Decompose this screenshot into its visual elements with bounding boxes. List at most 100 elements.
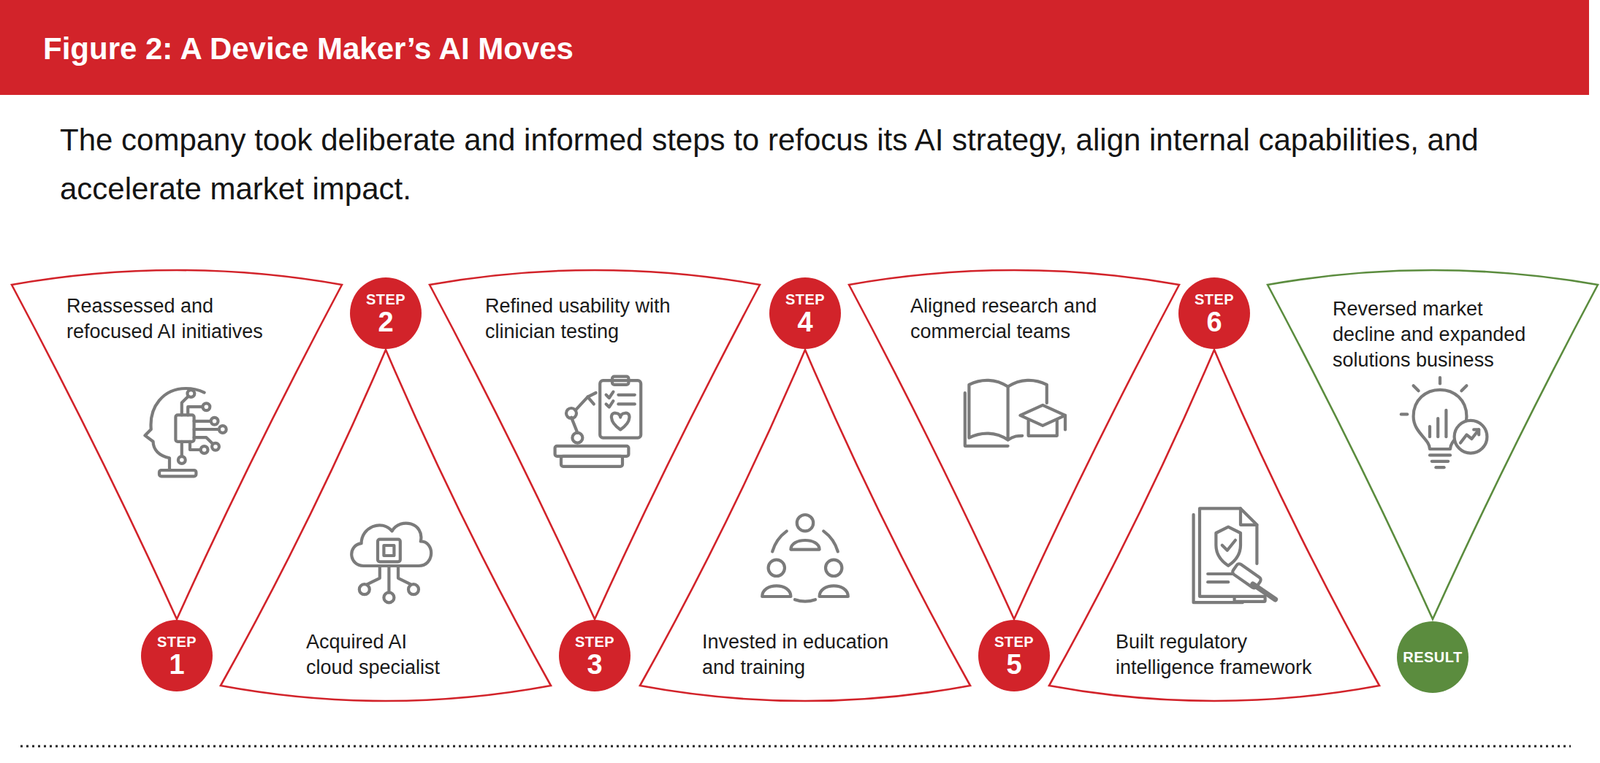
- icon-stroke: [606, 401, 614, 407]
- icon-stroke: [587, 393, 596, 405]
- icon-stroke: [575, 397, 589, 411]
- icon-stroke: [187, 406, 203, 415]
- icon-stroke: [1454, 420, 1488, 454]
- text-holder: STEP5: [977, 619, 1051, 693]
- icon-stroke: [367, 566, 380, 585]
- circle-fill: [349, 277, 422, 350]
- text-holder: Reversed market decline and expanded sol…: [1332, 296, 1538, 374]
- icon-stroke: [1207, 572, 1233, 576]
- result-circle: RESULT: [1396, 621, 1470, 695]
- step-description: Reassessed and refocused AI initiatives: [66, 293, 286, 345]
- triangle-stroke: [220, 349, 551, 702]
- icon-stroke: [1222, 540, 1236, 551]
- triangle-outline: [11, 266, 342, 625]
- icon-set: [144, 376, 1487, 604]
- ai-head-icon: [144, 388, 226, 477]
- text-holder: STEP3: [558, 619, 632, 693]
- icon-stroke: [825, 560, 842, 577]
- icon-stroke: [1008, 380, 1047, 404]
- circle-fill: [558, 620, 631, 692]
- triangle-stroke: [640, 349, 971, 702]
- step-circle: STEP1: [140, 619, 214, 693]
- step-circle: STEP2: [349, 276, 423, 350]
- icon-stroke: [1240, 508, 1257, 525]
- circle-fill: [1396, 621, 1469, 694]
- icon-stroke: [797, 515, 814, 532]
- triangle-outline: [429, 266, 760, 625]
- icon-stroke: [219, 425, 227, 434]
- icon-stroke: [572, 433, 583, 444]
- icon-stroke: [1444, 410, 1448, 437]
- icon-stroke: [194, 437, 213, 444]
- step-number: 2: [377, 309, 394, 336]
- icon-stroke: [200, 446, 209, 454]
- text-holder: STEP6: [1177, 276, 1251, 350]
- triangle-stroke: [848, 270, 1180, 620]
- triangle-stroke: [11, 270, 342, 620]
- team-icon: [762, 515, 849, 603]
- icon-stroke: [398, 566, 411, 585]
- icon-stroke: [599, 380, 641, 438]
- icon-stroke: [211, 417, 219, 426]
- icon-stroke: [1252, 584, 1276, 600]
- icon-stroke: [606, 392, 614, 399]
- funnel-down-triangle: Reassessed and refocused AI initiatives: [11, 266, 342, 625]
- icon-stroke: [571, 417, 578, 434]
- step-description: Refined usability with clinician testing: [485, 293, 697, 345]
- icon-stroke: [1438, 377, 1442, 384]
- icon-stroke: [561, 456, 623, 467]
- icon-stroke: [1028, 420, 1058, 437]
- icon-stroke: [612, 376, 629, 386]
- icon-stroke: [1435, 466, 1444, 470]
- icon-stroke: [1231, 563, 1263, 590]
- icon-stroke: [211, 443, 220, 451]
- step-number: 6: [1206, 309, 1222, 336]
- icon-stroke: [187, 390, 196, 398]
- icon-stroke: [175, 414, 194, 442]
- header-bar: Figure 2: A Device Maker’s AI Moves: [0, 0, 1590, 95]
- figure-title: Figure 2: A Device Maker’s AI Moves: [43, 30, 574, 68]
- icon-stroke: [790, 540, 819, 551]
- triangle-stroke: [1049, 349, 1380, 702]
- icon-stroke: [611, 413, 630, 431]
- funnel-up-triangle: Acquired AI cloud specialist: [220, 347, 551, 706]
- step-label: STEP: [785, 291, 825, 308]
- text-holder: Invested in education and training: [702, 629, 907, 681]
- icon-stroke: [1428, 426, 1432, 437]
- text-holder: Acquired AI cloud specialist: [306, 629, 453, 681]
- funnel-down-triangle: Refined usability with clinician testing: [429, 266, 760, 625]
- icon-stroke: [180, 442, 184, 457]
- icon-stroke: [1199, 508, 1257, 597]
- icon-stroke: [1413, 390, 1468, 450]
- text-holder: Refined usability with clinician testing: [485, 293, 697, 345]
- regulatory-doc-icon: [1193, 508, 1276, 603]
- step-description: Acquired AI cloud specialist: [306, 629, 453, 681]
- icon-stroke: [566, 408, 577, 419]
- step-circle: STEP5: [977, 619, 1051, 693]
- icon-stroke: [178, 456, 186, 464]
- icon-stroke: [1234, 596, 1266, 603]
- step-label: STEP: [1194, 291, 1234, 308]
- step-number: 3: [586, 651, 603, 678]
- icon-stroke: [768, 560, 785, 577]
- icon-stroke: [203, 403, 211, 411]
- figure-caption: The company took deliberate and informed…: [59, 115, 1492, 214]
- icon-stroke: [144, 388, 204, 471]
- icon-stroke: [408, 584, 419, 595]
- icon-stroke: [1473, 429, 1479, 435]
- icon-stroke: [189, 442, 201, 451]
- robot-clipboard-icon: [555, 376, 642, 467]
- icon-stroke: [618, 402, 635, 406]
- circle-fill: [769, 277, 841, 350]
- icon-stroke: [819, 585, 849, 597]
- step-description: Reversed market decline and expanded sol…: [1332, 296, 1538, 374]
- cloud-chip-icon: [351, 523, 432, 604]
- icon-stroke: [383, 545, 394, 556]
- icon-stroke: [1008, 436, 1023, 441]
- icon-stroke: [159, 470, 196, 477]
- circle-fill: [1178, 277, 1251, 350]
- text-holder: Reassessed and refocused AI initiatives: [66, 293, 286, 345]
- icon-stroke: [194, 420, 211, 424]
- icon-stroke: [1063, 415, 1067, 431]
